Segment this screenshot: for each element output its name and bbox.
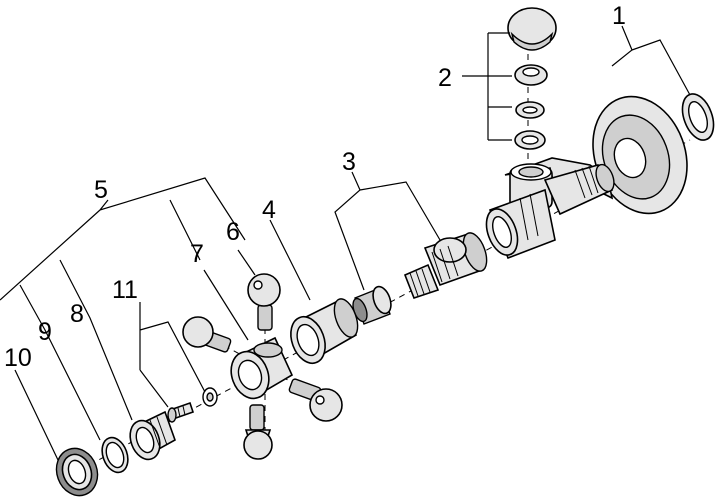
label-3: 3 [342, 148, 356, 176]
part-7-handle-hub [230, 336, 294, 400]
label-5: 5 [94, 176, 108, 204]
part-9-splined-ring [101, 436, 129, 474]
part-1-escutcheon [592, 93, 715, 215]
part-4-cover-cap [290, 298, 359, 365]
label-8: 8 [70, 300, 84, 328]
valve-body [485, 157, 615, 260]
part-11-screw-washer [167, 387, 218, 423]
label-10: 10 [4, 344, 32, 372]
label-4: 4 [262, 196, 276, 224]
assembly-axis-lines [79, 10, 691, 471]
part-6-handle-knobs [182, 273, 343, 460]
label-1: 1 [612, 2, 626, 30]
part-2-compression-set [507, 7, 557, 150]
label-2: 2 [438, 64, 452, 92]
leader-lines [0, 25, 691, 461]
label-11: 11 [112, 276, 138, 304]
part-3-cartridge [352, 232, 488, 325]
part-10-indicator-cap [55, 447, 99, 497]
part-8-insert [129, 410, 176, 461]
label-9: 9 [38, 318, 52, 346]
label-6: 6 [226, 218, 240, 246]
label-7: 7 [190, 240, 204, 268]
part-labels: 1 2 3 4 5 6 7 8 9 10 11 [4, 2, 626, 372]
